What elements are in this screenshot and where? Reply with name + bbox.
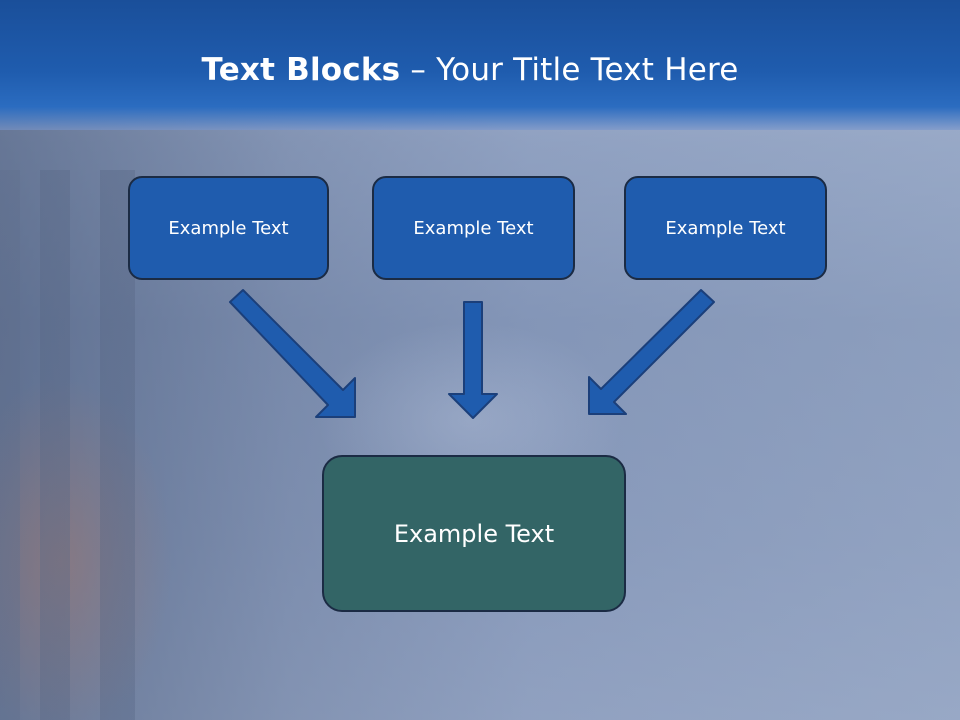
- main-text-block-label: Example Text: [393, 519, 555, 548]
- text-block-3[interactable]: Example Text: [624, 176, 827, 280]
- title-bold: Text Blocks: [201, 52, 401, 88]
- title-bar: [0, 0, 960, 130]
- arrow-down-right-icon: [229, 289, 356, 418]
- text-block-2[interactable]: Example Text: [372, 176, 575, 280]
- slide-title: Text Blocks – Your Title Text Here: [0, 52, 940, 88]
- arrow-down-icon: [448, 301, 498, 419]
- text-block-3-label: Example Text: [665, 217, 786, 239]
- main-text-block[interactable]: Example Text: [322, 455, 626, 612]
- title-dash: –: [400, 52, 437, 88]
- text-block-1-label: Example Text: [168, 217, 289, 239]
- text-block-1[interactable]: Example Text: [128, 176, 329, 280]
- title-rest: Your Title Text Here: [436, 52, 739, 88]
- text-block-2-label: Example Text: [413, 217, 534, 239]
- arrow-down-left-icon: [588, 289, 715, 415]
